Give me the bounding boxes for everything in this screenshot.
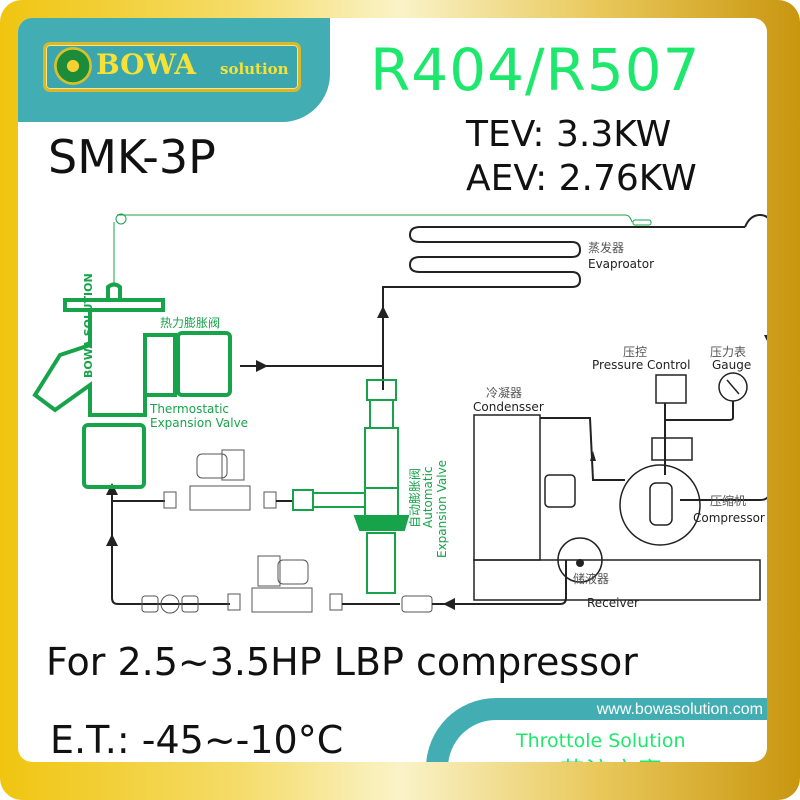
pressure-control-label-cn: 压控 [623,345,648,359]
logo-text: BOWA [96,48,196,81]
aev-label-1: Automatic [421,466,435,528]
logo-emblem-icon [54,47,92,85]
aev-label-2: Expansion Valve [435,459,449,558]
evaporator-label: Evaproator [588,257,654,271]
receiver-label: Receiver [587,596,639,610]
logo-subtext: solution [220,60,289,78]
refrigeration-diagram [32,213,767,614]
gauge-label-cn: 压力表 [710,345,747,359]
content-panel: BOWA solution SMK-3P R404/R507 TEV: 3.3K… [18,18,767,762]
tev-label-1: Thermostatic [150,402,230,416]
brand-logo: BOWA solution [43,42,301,92]
pressure-control-label: Pressure Control [592,358,691,372]
condenser-label-cn: 冷凝器 [486,386,523,400]
tev-capacity: TEV: 3.3KW [466,114,672,155]
evaporator-label-cn: 蒸发器 [588,241,625,255]
gauge-label: Gauge [712,358,752,372]
aev-capacity: AEV: 2.76KW [466,158,697,199]
tev-label-cn: 热力膨胀阀 [160,316,221,330]
compressor-label-cn: 压缩机 [710,494,747,508]
application-text: For 2.5~3.5HP LBP compressor [46,640,638,684]
condenser-label: Condensser [473,400,544,414]
compressor-label: Compressor [693,511,765,525]
tagline-en: Throttole Solution [516,730,686,752]
refrigerant-title: R404/R507 [370,36,701,104]
website-link[interactable]: www.bowasolution.com [596,701,763,718]
model-number: SMK-3P [48,130,216,184]
tev-label-2: Expansion Valve [150,416,249,430]
evaporating-temp-text: E.T.: -45~-10°C [50,718,344,762]
tagline-cn: 节流方案 [560,751,664,762]
tev-body-text: BOWA SOLUTION [82,273,95,378]
receiver-label-cn: 储液器 [573,572,610,586]
